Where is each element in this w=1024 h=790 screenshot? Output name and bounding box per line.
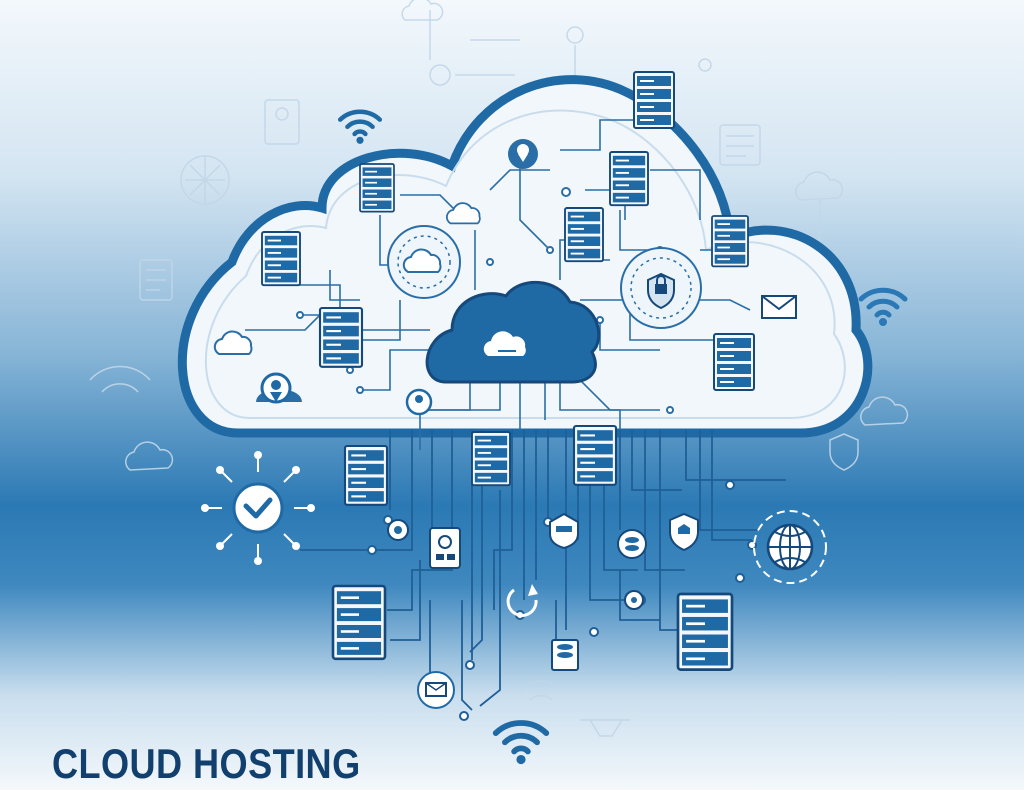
server-rack-icon [633,71,675,129]
server-rack-icon [572,424,618,486]
server-rack-icon [471,431,511,487]
wifi-icon [861,290,905,325]
location-pin-icon [508,139,538,169]
server-rack-icon [713,333,755,391]
shield-lock-icon [620,247,702,329]
server-rack-icon [676,592,734,671]
server-rack-icon [261,231,301,287]
lock-icon [429,527,461,569]
server-rack-icon [331,584,387,661]
server-rack-icon [343,444,389,506]
location-pin-icon [256,372,302,404]
mail-icon [417,671,455,709]
cloud-inner-outline [204,109,846,419]
network-hub-cloud [387,225,461,299]
settings-icon [387,519,409,541]
mail-icon [761,295,797,319]
checkmark-icon [201,451,315,565]
database-icon [551,639,579,671]
shield-icon [669,512,699,552]
location-pin-icon [405,388,433,416]
background-faint-icons [89,0,909,737]
sync-icon [506,584,538,617]
server-rack-icon [318,306,364,368]
link-icon [624,590,644,610]
globe-icon [753,510,827,584]
wifi-icon [340,112,380,144]
cloud-upload-icon [549,512,579,550]
server-rack-icon [564,207,604,263]
database-icon [617,529,647,559]
central-cloud-icon [425,281,601,384]
downlink-lines [300,430,786,711]
wifi-icon [496,723,547,764]
server-rack-icon [609,151,649,207]
server-rack-icon [359,163,395,213]
server-rack-icon [711,215,749,268]
page-title: CLOUD HOSTING [52,740,361,787]
